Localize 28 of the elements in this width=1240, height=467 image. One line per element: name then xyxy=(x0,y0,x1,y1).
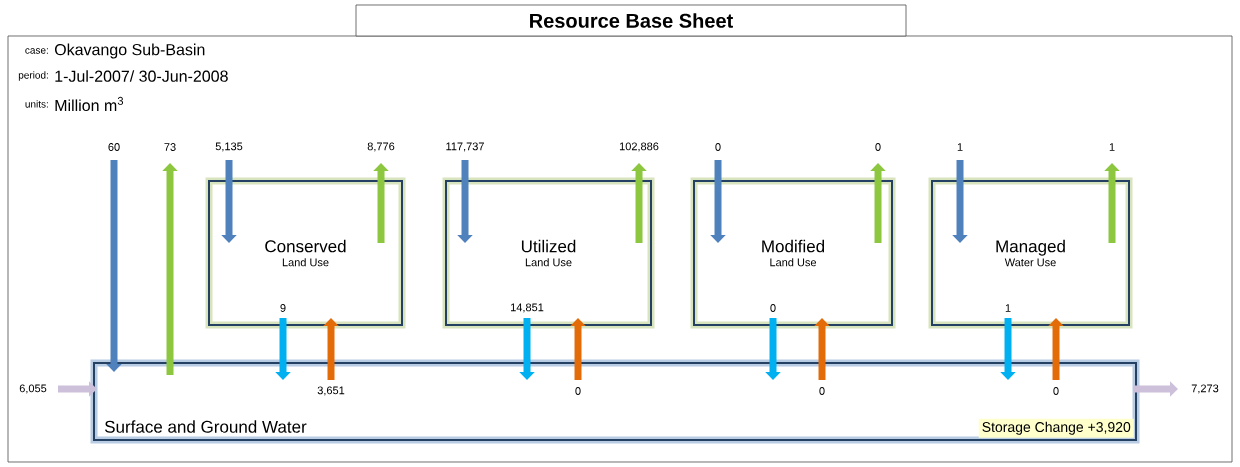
edge-label: 9 xyxy=(278,303,288,313)
edge-label: 0 xyxy=(713,142,723,152)
edge-label: 8,776 xyxy=(366,141,396,153)
edge-label: 0 xyxy=(817,386,827,396)
title-box: Resource Base Sheet xyxy=(355,4,907,37)
edge-label: 1 xyxy=(955,142,965,152)
storage-change-box: Storage Change +3,920 xyxy=(978,418,1134,438)
edge-label: 0 xyxy=(873,142,883,152)
header-label: period: xyxy=(18,71,48,81)
edge-label: 14,851 xyxy=(509,302,545,314)
header-label: case: xyxy=(25,48,48,54)
edge-label: 0 xyxy=(1051,386,1061,396)
edge-label: 7,273 xyxy=(1190,383,1220,395)
edge-label: 1 xyxy=(1003,303,1013,313)
edge-label: 60 xyxy=(106,142,122,152)
edge-label: 6,055 xyxy=(18,383,48,395)
edge-label: 0 xyxy=(768,303,778,313)
header-value: 1-Jul-2007/ 30-Jun-2008 xyxy=(55,70,228,82)
header-label: units: xyxy=(25,100,48,108)
edge-label: 73 xyxy=(162,142,178,152)
edge-label: 3,651 xyxy=(316,385,346,397)
edge-label: 1 xyxy=(1107,142,1117,152)
header-value: Okavango Sub-Basin xyxy=(54,43,205,59)
header-value: Million m$^{3}$ xyxy=(55,96,124,112)
edge-label: 117,737 xyxy=(444,141,486,153)
edge-label: 5,135 xyxy=(214,141,244,153)
edge-label: 102,886 xyxy=(618,141,660,153)
edge-label: 0 xyxy=(573,386,583,396)
